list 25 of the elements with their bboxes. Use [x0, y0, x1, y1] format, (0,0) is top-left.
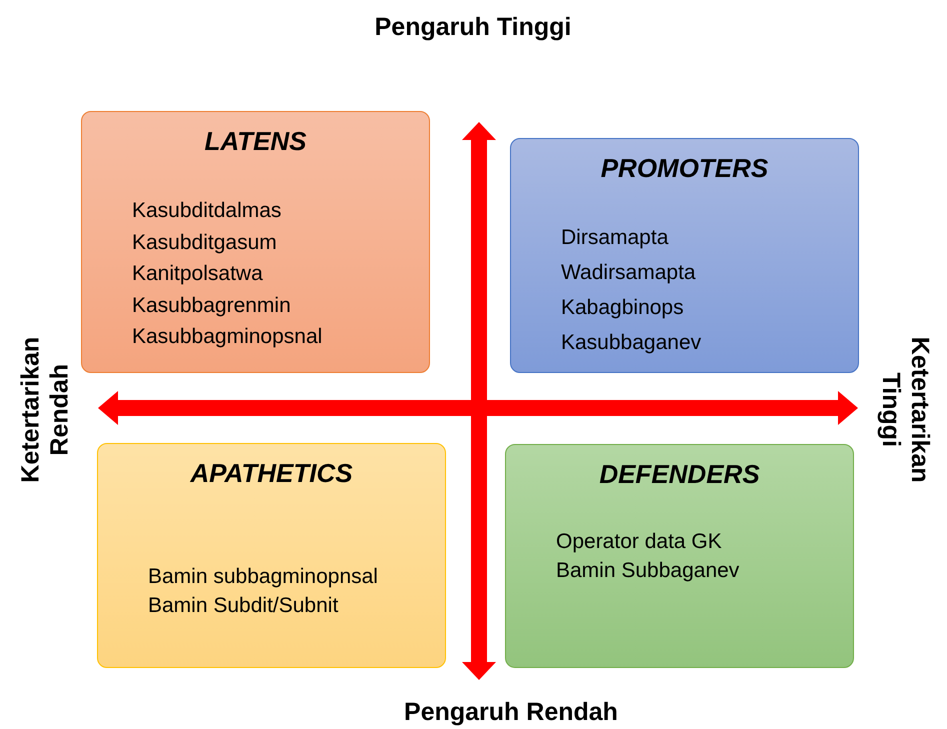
list-item: Kanitpolsatwa: [132, 261, 263, 286]
list-item: Dirsamapta: [561, 225, 668, 250]
list-item: Kasubbagminopsnal: [132, 324, 322, 350]
quadrant-heading: APATHETICS: [189, 458, 354, 489]
axis-label: Ketertarikan Rendah: [16, 336, 74, 485]
quadrant-box: [505, 444, 854, 668]
axis-label: Ketertarikan Tinggi: [876, 336, 934, 485]
quadrant-box: [97, 443, 446, 668]
list-item: Kasubbaganev: [561, 330, 702, 356]
list-item: Kasubbagrenmin: [132, 292, 291, 318]
list-item: Kabagbinops: [561, 295, 684, 320]
quadrant-box: [510, 138, 859, 373]
quadrant-box: [81, 111, 430, 373]
list-item: Kasubditdalmas: [132, 198, 282, 224]
list-item: Bamin subbagminopnsal: [148, 564, 378, 590]
list-item: Kasubditgasum: [132, 230, 277, 255]
list-item: Bamin Subbaganev: [556, 558, 740, 584]
list-item: Wadirsamapta: [561, 260, 696, 286]
list-item: Bamin Subdit/Subnit: [148, 593, 338, 618]
axis-label: Pengaruh Tinggi: [374, 12, 572, 42]
quadrant-heading: PROMOTERS: [600, 153, 770, 184]
list-item: Operator data GK: [556, 529, 722, 554]
quadrant-heading: LATENS: [203, 126, 308, 157]
quadrant-heading: DEFENDERS: [598, 459, 761, 490]
axis-label: Pengaruh Rendah: [403, 698, 619, 726]
